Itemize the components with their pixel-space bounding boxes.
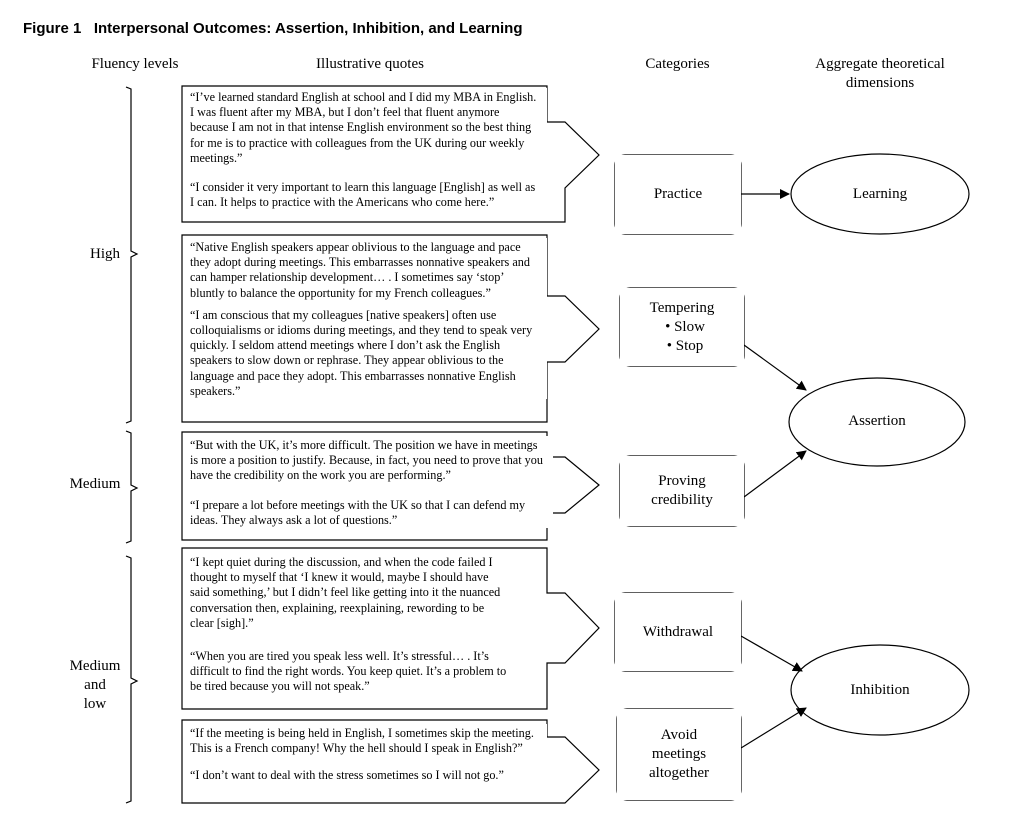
category-avoid-line-1: Avoid [660,727,698,743]
level-medium-and-low-line-1: Medium [69,658,121,674]
category-avoid-line-2: meetings [651,746,707,762]
level-high: High [90,246,120,262]
quote-1b: “I consider it very important to learn t… [190,180,536,210]
quote-box-2-outline [181,234,600,423]
bracket-medium-low [125,555,139,804]
arrow-tempering-to-assertion [743,344,807,391]
category-withdrawal: Withdrawal [615,593,741,671]
quote-box-2: “Native English speakers appear obliviou… [183,238,547,400]
header-illustrative-quotes: Illustrative quotes [316,56,424,72]
category-proving-line-2: credibility [651,492,713,508]
category-avoid-line-3: altogether [649,765,709,781]
level-medium-and-low: Medium and low [55,657,135,714]
quote-4b: “When you are tired you speak less well.… [190,649,507,694]
category-tempering-stop: • Stop [666,338,704,354]
arrow-withdrawal-to-inhibition [740,635,803,672]
category-practice-label: Practice [653,186,703,202]
quote-box-5: “If the meeting is being held in English… [183,724,547,784]
dimension-learning-ellipse [790,153,970,235]
arrow-proving-to-assertion [743,450,807,498]
bracket-high [125,86,139,424]
category-proving-credibility: Proving credibility [620,456,744,526]
dimension-assertion-ellipse [788,377,966,467]
quote-1a: “I’ve learned standard English at school… [190,90,537,165]
quote-5b: “I don’t want to deal with the stress so… [190,768,504,783]
category-tempering: Tempering • Slow • Stop [620,288,744,366]
dimension-inhibition-ellipse [790,644,970,736]
quote-box-1-outline [181,85,600,223]
level-medium-and-low-line-2: and [84,677,106,693]
quote-3a: “But with the UK, it’s more difficult. T… [190,438,543,483]
category-withdrawal-label: Withdrawal [642,623,714,640]
header-aggregate-dimensions: Aggregate theoretical dimensions [815,56,945,91]
category-practice: Practice [615,155,741,234]
dimension-assertion: Assertion [848,413,906,429]
quote-4a: “I kept quiet during the discussion, and… [190,555,501,630]
category-avoid-meetings: Avoid meetings altogether [617,709,741,800]
figure-title: Figure 1 Interpersonal Outcomes: Asserti… [23,20,523,37]
category-tempering-label: Tempering [649,300,715,316]
quote-box-1: “I’ve learned standard English at school… [183,88,547,211]
category-tempering-slow: • Slow [665,319,705,335]
dimension-learning: Learning [852,186,908,202]
quote-2b: “I am conscious that my colleagues [nati… [190,307,533,398]
dimension-inhibition: Inhibition [850,682,910,698]
quote-box-4-outline [181,547,600,710]
category-proving-line-1: Proving [658,473,706,489]
quote-box-3: “But with the UK, it’s more difficult. T… [183,436,553,529]
quote-5a: “If the meeting is being held in English… [190,726,534,756]
quote-box-5-outline [181,719,600,804]
quote-3b: “I prepare a lot before meetings with th… [190,497,526,527]
quote-2a: “Native English speakers appear obliviou… [190,240,530,300]
header-categories: Categories [645,56,710,72]
quote-box-4: “I kept quiet during the discussion, and… [183,553,513,695]
header-fluency-levels: Fluency levels [91,56,179,72]
bracket-medium [125,430,139,544]
arrow-avoid-to-inhibition [740,707,807,749]
level-medium-and-low-line-3: low [83,696,107,712]
level-medium: Medium [69,476,121,492]
